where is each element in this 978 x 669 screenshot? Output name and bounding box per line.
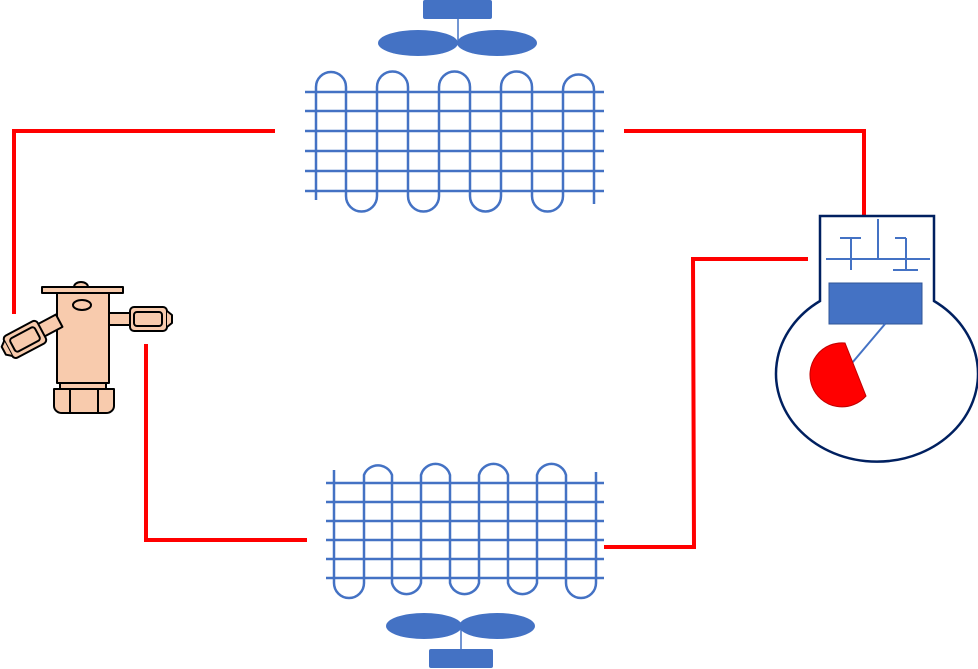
refrigerant-pipes xyxy=(12,129,866,549)
condenser-coil-icon xyxy=(305,70,604,213)
pipe-valve-to-condenser xyxy=(12,129,275,314)
compressor-icon xyxy=(774,214,978,463)
evaporator-fan-icon xyxy=(386,613,535,668)
condenser-fan-icon xyxy=(378,0,537,56)
pipe-condenser-to-compressor xyxy=(624,129,866,216)
pipe-compressor-to-evaporator xyxy=(604,257,808,549)
expansion-valve-icon xyxy=(0,281,173,414)
compressor-piston xyxy=(828,282,923,325)
pipe-evaporator-to-valve xyxy=(144,344,307,542)
evaporator-coil-icon xyxy=(326,462,604,600)
compressor-crank xyxy=(809,342,867,408)
